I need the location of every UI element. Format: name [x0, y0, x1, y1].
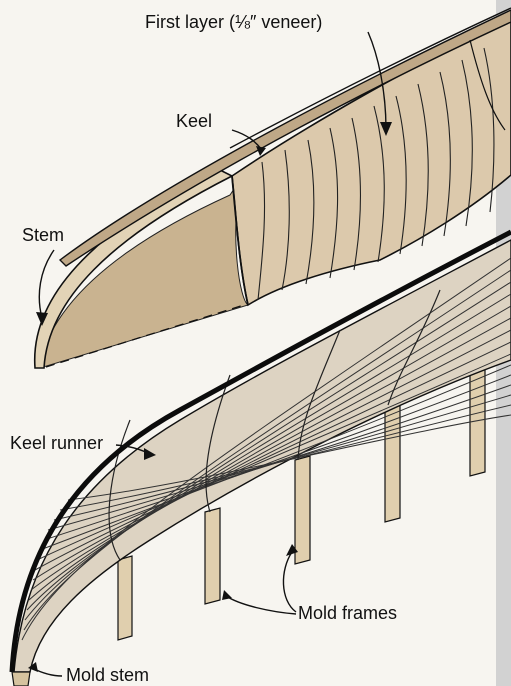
label-keel-runner: Keel runner: [10, 434, 103, 452]
label-keel: Keel: [176, 112, 212, 130]
label-mold-frames: Mold frames: [298, 604, 397, 622]
label-stem: Stem: [22, 226, 64, 244]
mold-stem: [12, 672, 30, 686]
label-mold-stem: Mold stem: [66, 666, 149, 684]
label-first-layer: First layer (⅛″ veneer): [145, 13, 322, 31]
